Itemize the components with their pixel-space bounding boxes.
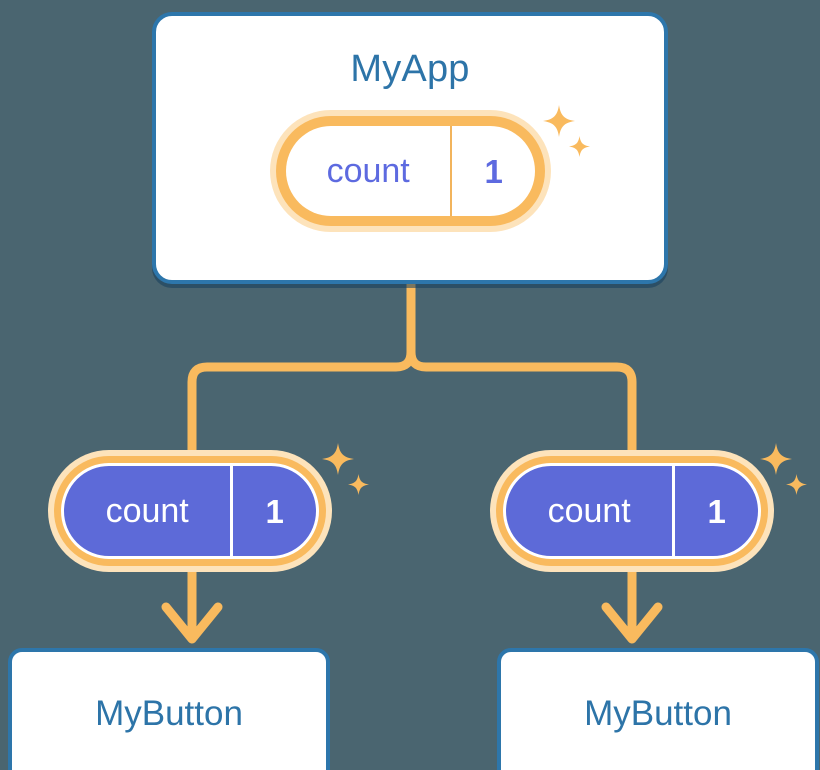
pill-ring: count 1	[496, 456, 768, 566]
state-value-label: 1	[230, 466, 316, 556]
state-key-label: count	[326, 152, 410, 190]
mybutton-card-2[interactable]: MyButton	[497, 648, 819, 770]
state-key-label: count	[105, 492, 189, 530]
pill-ring: count 1	[54, 456, 326, 566]
arrow-down-icon-left	[161, 567, 223, 644]
sparkle-icon	[322, 443, 354, 475]
state-pill-myapp[interactable]: count 1	[270, 110, 551, 232]
state-value-label: 1	[450, 126, 535, 216]
mybutton-label: MyButton	[95, 694, 243, 733]
sparkle-small-icon	[348, 474, 369, 495]
state-value-label: 1	[672, 466, 758, 556]
pill-inner: count 1	[61, 463, 319, 559]
state-key-label: count	[547, 492, 631, 530]
sparkle-icon	[760, 443, 792, 475]
branch-connector-left	[187, 347, 416, 457]
sparkle-small-icon	[786, 474, 807, 495]
pill-inner: count 1	[503, 463, 761, 559]
mybutton-label: MyButton	[584, 694, 732, 733]
mybutton-card-1[interactable]: MyButton	[8, 648, 330, 770]
branch-connector-right	[406, 347, 637, 457]
state-pill-button-1[interactable]: count 1	[48, 450, 332, 572]
pill-inner: count 1	[286, 126, 535, 216]
arrow-down-icon-right	[601, 567, 663, 644]
page-title: MyApp	[350, 48, 470, 90]
state-pill-button-2[interactable]: count 1	[490, 450, 774, 572]
pill-ring: count 1	[276, 116, 545, 226]
